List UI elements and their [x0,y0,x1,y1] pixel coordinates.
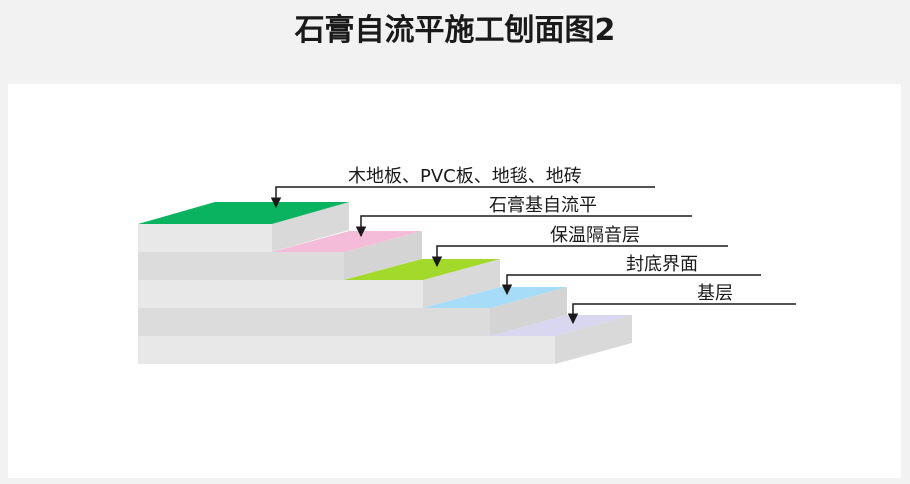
leader-line-3 [431,245,728,268]
layer-label-5: 基层 [697,283,733,304]
step-2-side-face [344,231,422,280]
step-3-top-surface [344,259,500,280]
layer-label-2: 石膏基自流平 [489,194,597,216]
page-title: 石膏自流平施工刨面图2 [294,13,616,48]
diagram-panel: 木地板、PVC板、地毯、地砖 石膏基自流平 保温隔音层 封底界面 基层 [8,84,901,478]
cross-section-diagram: 木地板、PVC板、地毯、地砖 石膏基自流平 保温隔音层 封底界面 基层 [138,166,796,364]
layer-step-4 [138,287,567,336]
leader-line-2 [355,215,692,238]
layer-label-1: 木地板、PVC板、地毯、地砖 [348,166,582,187]
layer-label-4: 封底界面 [626,254,698,275]
layer-label-3: 保温隔音层 [550,225,640,246]
step-4-top-surface [423,287,567,308]
leader-line-4 [501,274,761,296]
step-3-side-face [423,259,500,308]
step-5-front-face [138,336,555,364]
leader-line-5 [567,303,796,325]
step-2-front-face [138,252,344,280]
step-4-front-face [138,308,490,336]
step-1-front-face [138,224,272,252]
step-3-front-face [138,280,423,308]
layer-step-1 [138,202,349,252]
layer-step-3 [138,259,500,308]
step-1-top-surface [138,202,349,224]
step-4-side-face [490,287,567,336]
step-5-side-face [555,315,632,364]
step-1-side-face [272,202,349,252]
leader-line-1 [270,186,655,209]
step-2-top-surface [272,231,422,252]
step-5-top-surface [490,315,632,336]
layer-step-2 [138,231,422,280]
layer-step-5 [138,315,632,364]
